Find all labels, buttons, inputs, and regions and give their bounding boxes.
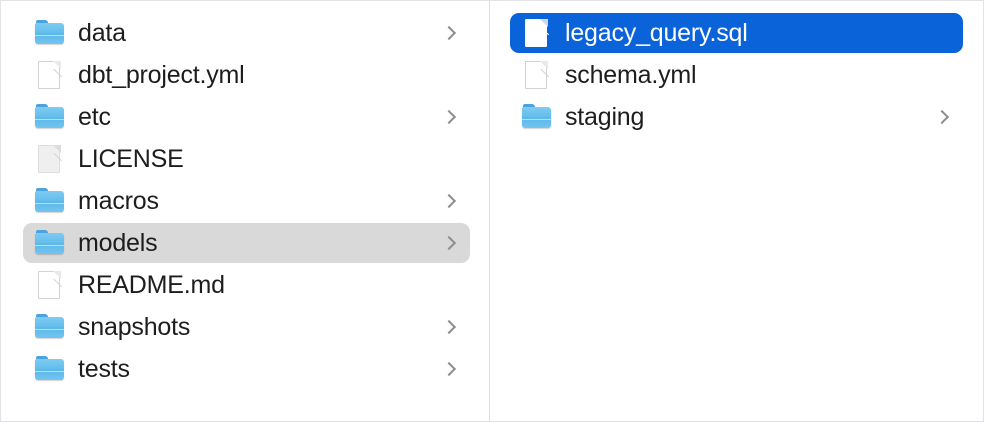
file-row-schema-yml[interactable]: schema.yml (510, 55, 963, 95)
file-row-label: dbt_project.yml (78, 61, 245, 89)
chevron-right-icon[interactable] (442, 24, 456, 42)
file-row-data[interactable]: data (23, 13, 470, 53)
file-row-label: staging (565, 103, 645, 131)
file-row-license[interactable]: LICENSE (23, 139, 470, 179)
folder-icon (522, 102, 552, 132)
document-icon (522, 60, 557, 90)
file-row-tests[interactable]: tests (23, 349, 470, 389)
file-row-label: snapshots (78, 313, 191, 341)
file-row-models[interactable]: models (23, 223, 470, 263)
folder-icon (35, 186, 65, 216)
file-row-label: etc (78, 103, 111, 131)
file-row-macros[interactable]: macros (23, 181, 470, 221)
document-icon (35, 270, 70, 300)
chevron-right-icon[interactable] (442, 192, 456, 210)
folder-icon (35, 228, 65, 258)
chevron-right-icon[interactable] (442, 360, 456, 378)
folder-icon (35, 18, 65, 48)
file-row-readme-md[interactable]: README.md (23, 265, 470, 305)
chevron-right-icon[interactable] (442, 318, 456, 336)
file-row-label: data (78, 19, 126, 47)
document-icon (522, 18, 557, 48)
file-row-label: README.md (78, 271, 225, 299)
file-row-dbt-project-yml[interactable]: dbt_project.yml (23, 55, 470, 95)
folder-icon (35, 312, 65, 342)
file-row-etc[interactable]: etc (23, 97, 470, 137)
file-row-staging[interactable]: staging (510, 97, 963, 137)
file-list-child: legacy_query.sql schema.yml staging (490, 13, 983, 137)
file-row-label: tests (78, 355, 130, 383)
document-icon (35, 60, 70, 90)
file-row-label: legacy_query.sql (565, 19, 748, 47)
file-row-label: macros (78, 187, 159, 215)
chevron-right-icon[interactable] (935, 108, 949, 126)
generic-file-icon (35, 144, 70, 174)
file-row-label: models (78, 229, 158, 257)
chevron-right-icon[interactable] (442, 108, 456, 126)
folder-icon (35, 354, 65, 384)
chevron-right-icon[interactable] (442, 234, 456, 252)
folder-icon (35, 102, 65, 132)
file-row-snapshots[interactable]: snapshots (23, 307, 470, 347)
file-row-legacy-query-sql[interactable]: legacy_query.sql (510, 13, 963, 53)
file-row-label: LICENSE (78, 145, 184, 173)
finder-column-child: legacy_query.sql schema.yml staging (490, 1, 983, 421)
file-row-label: schema.yml (565, 61, 697, 89)
